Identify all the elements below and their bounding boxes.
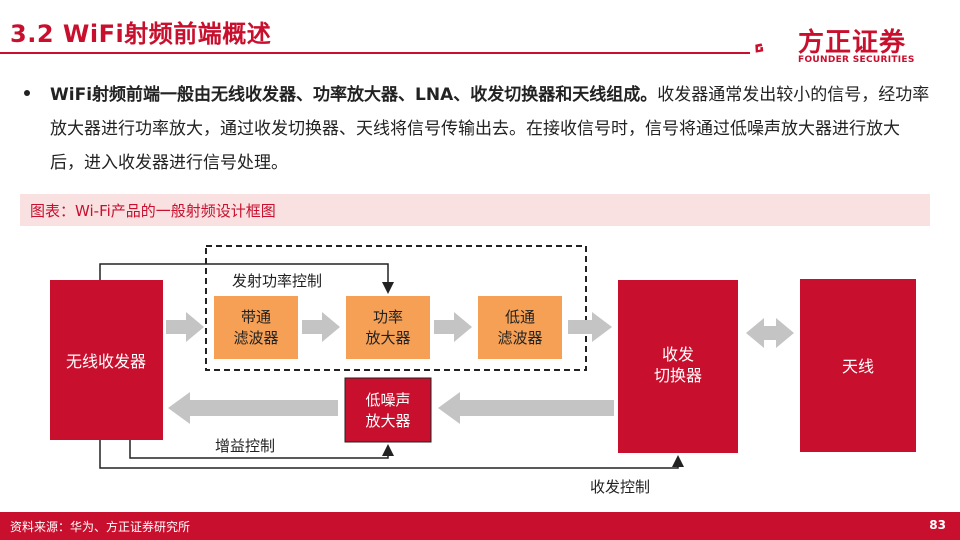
tx-chain-dashed-box <box>205 245 587 371</box>
label-bandpass-2: 滤波器 <box>233 329 278 347</box>
arrow-transceiver-to-bandpass <box>166 312 204 342</box>
label-bandpass-1: 带通 <box>241 308 271 326</box>
label-transceiver: 无线收发器 <box>66 352 146 371</box>
tx-power-control-line <box>99 263 394 294</box>
footer-source: 资料来源：华为、方正证券研究所 <box>10 520 191 534</box>
block-lna <box>344 377 432 443</box>
label-gain-control: 增益控制 <box>215 437 275 455</box>
arrow-switch-antenna-bidirectional <box>746 318 794 348</box>
footer-bar: 资料来源：华为、方正证券研究所 83 <box>0 512 960 540</box>
logo-text: 方正证券 <box>798 28 907 58</box>
arrow-lowpass-to-switch <box>568 312 612 342</box>
block-transceiver <box>50 280 163 440</box>
bullet-body-text: 收发器通常发出较小的信号，经功率放大器进行功率放大，通过收发切换器、天线将信号传… <box>50 85 930 173</box>
arrow-switch-to-lna <box>438 392 614 424</box>
txrx-control-line <box>99 440 684 469</box>
figure-caption-bar: 图表：Wi-Fi产品的一般射频设计框图 <box>20 194 930 226</box>
bullet-paragraph: WiFi射频前端一般由无线收发器、功率放大器、LNA、收发切换器和天线组成。收发… <box>50 78 930 180</box>
logo-subtitle: FOUNDER SECURITIES <box>798 55 915 65</box>
figure-caption: 图表：Wi-Fi产品的一般射频设计框图 <box>30 202 276 220</box>
arrow-pa-to-lowpass <box>434 312 472 342</box>
label-switch-1: 收发 <box>662 345 694 364</box>
label-lowpass-1: 低通 <box>505 308 535 326</box>
label-antenna: 天线 <box>842 357 874 376</box>
block-power-amplifier <box>346 296 430 359</box>
label-txrx-control: 收发控制 <box>590 478 650 496</box>
label-lna-2: 放大器 <box>365 412 410 430</box>
page-title: 3.2 WiFi射频前端概述 <box>10 20 272 48</box>
arrow-bandpass-to-pa <box>302 312 340 342</box>
bullet-dot <box>24 90 30 96</box>
title-underline <box>0 52 750 54</box>
rf-block-diagram: 无线收发器 带通 滤波器 功率 放大器 低通 滤波器 低噪声 放大器 收发 切换… <box>50 245 916 496</box>
block-antenna <box>800 279 916 452</box>
gain-control-line <box>129 440 394 459</box>
label-pa-2: 放大器 <box>365 329 410 347</box>
block-bandpass-filter <box>214 296 298 359</box>
label-tx-power-control: 发射功率控制 <box>232 272 322 290</box>
block-txrx-switch <box>618 280 738 453</box>
block-lowpass-filter <box>478 296 562 359</box>
label-lna-1: 低噪声 <box>365 391 410 409</box>
label-lowpass-2: 滤波器 <box>497 329 542 347</box>
arrow-lna-to-transceiver <box>168 392 338 424</box>
label-switch-2: 切换器 <box>654 366 702 385</box>
founder-logo-icon <box>755 43 764 53</box>
bullet-bold-text: WiFi射频前端一般由无线收发器、功率放大器、LNA、收发切换器和天线组成。 <box>50 85 658 105</box>
label-pa-1: 功率 <box>373 308 403 326</box>
page-number: 83 <box>929 518 946 532</box>
